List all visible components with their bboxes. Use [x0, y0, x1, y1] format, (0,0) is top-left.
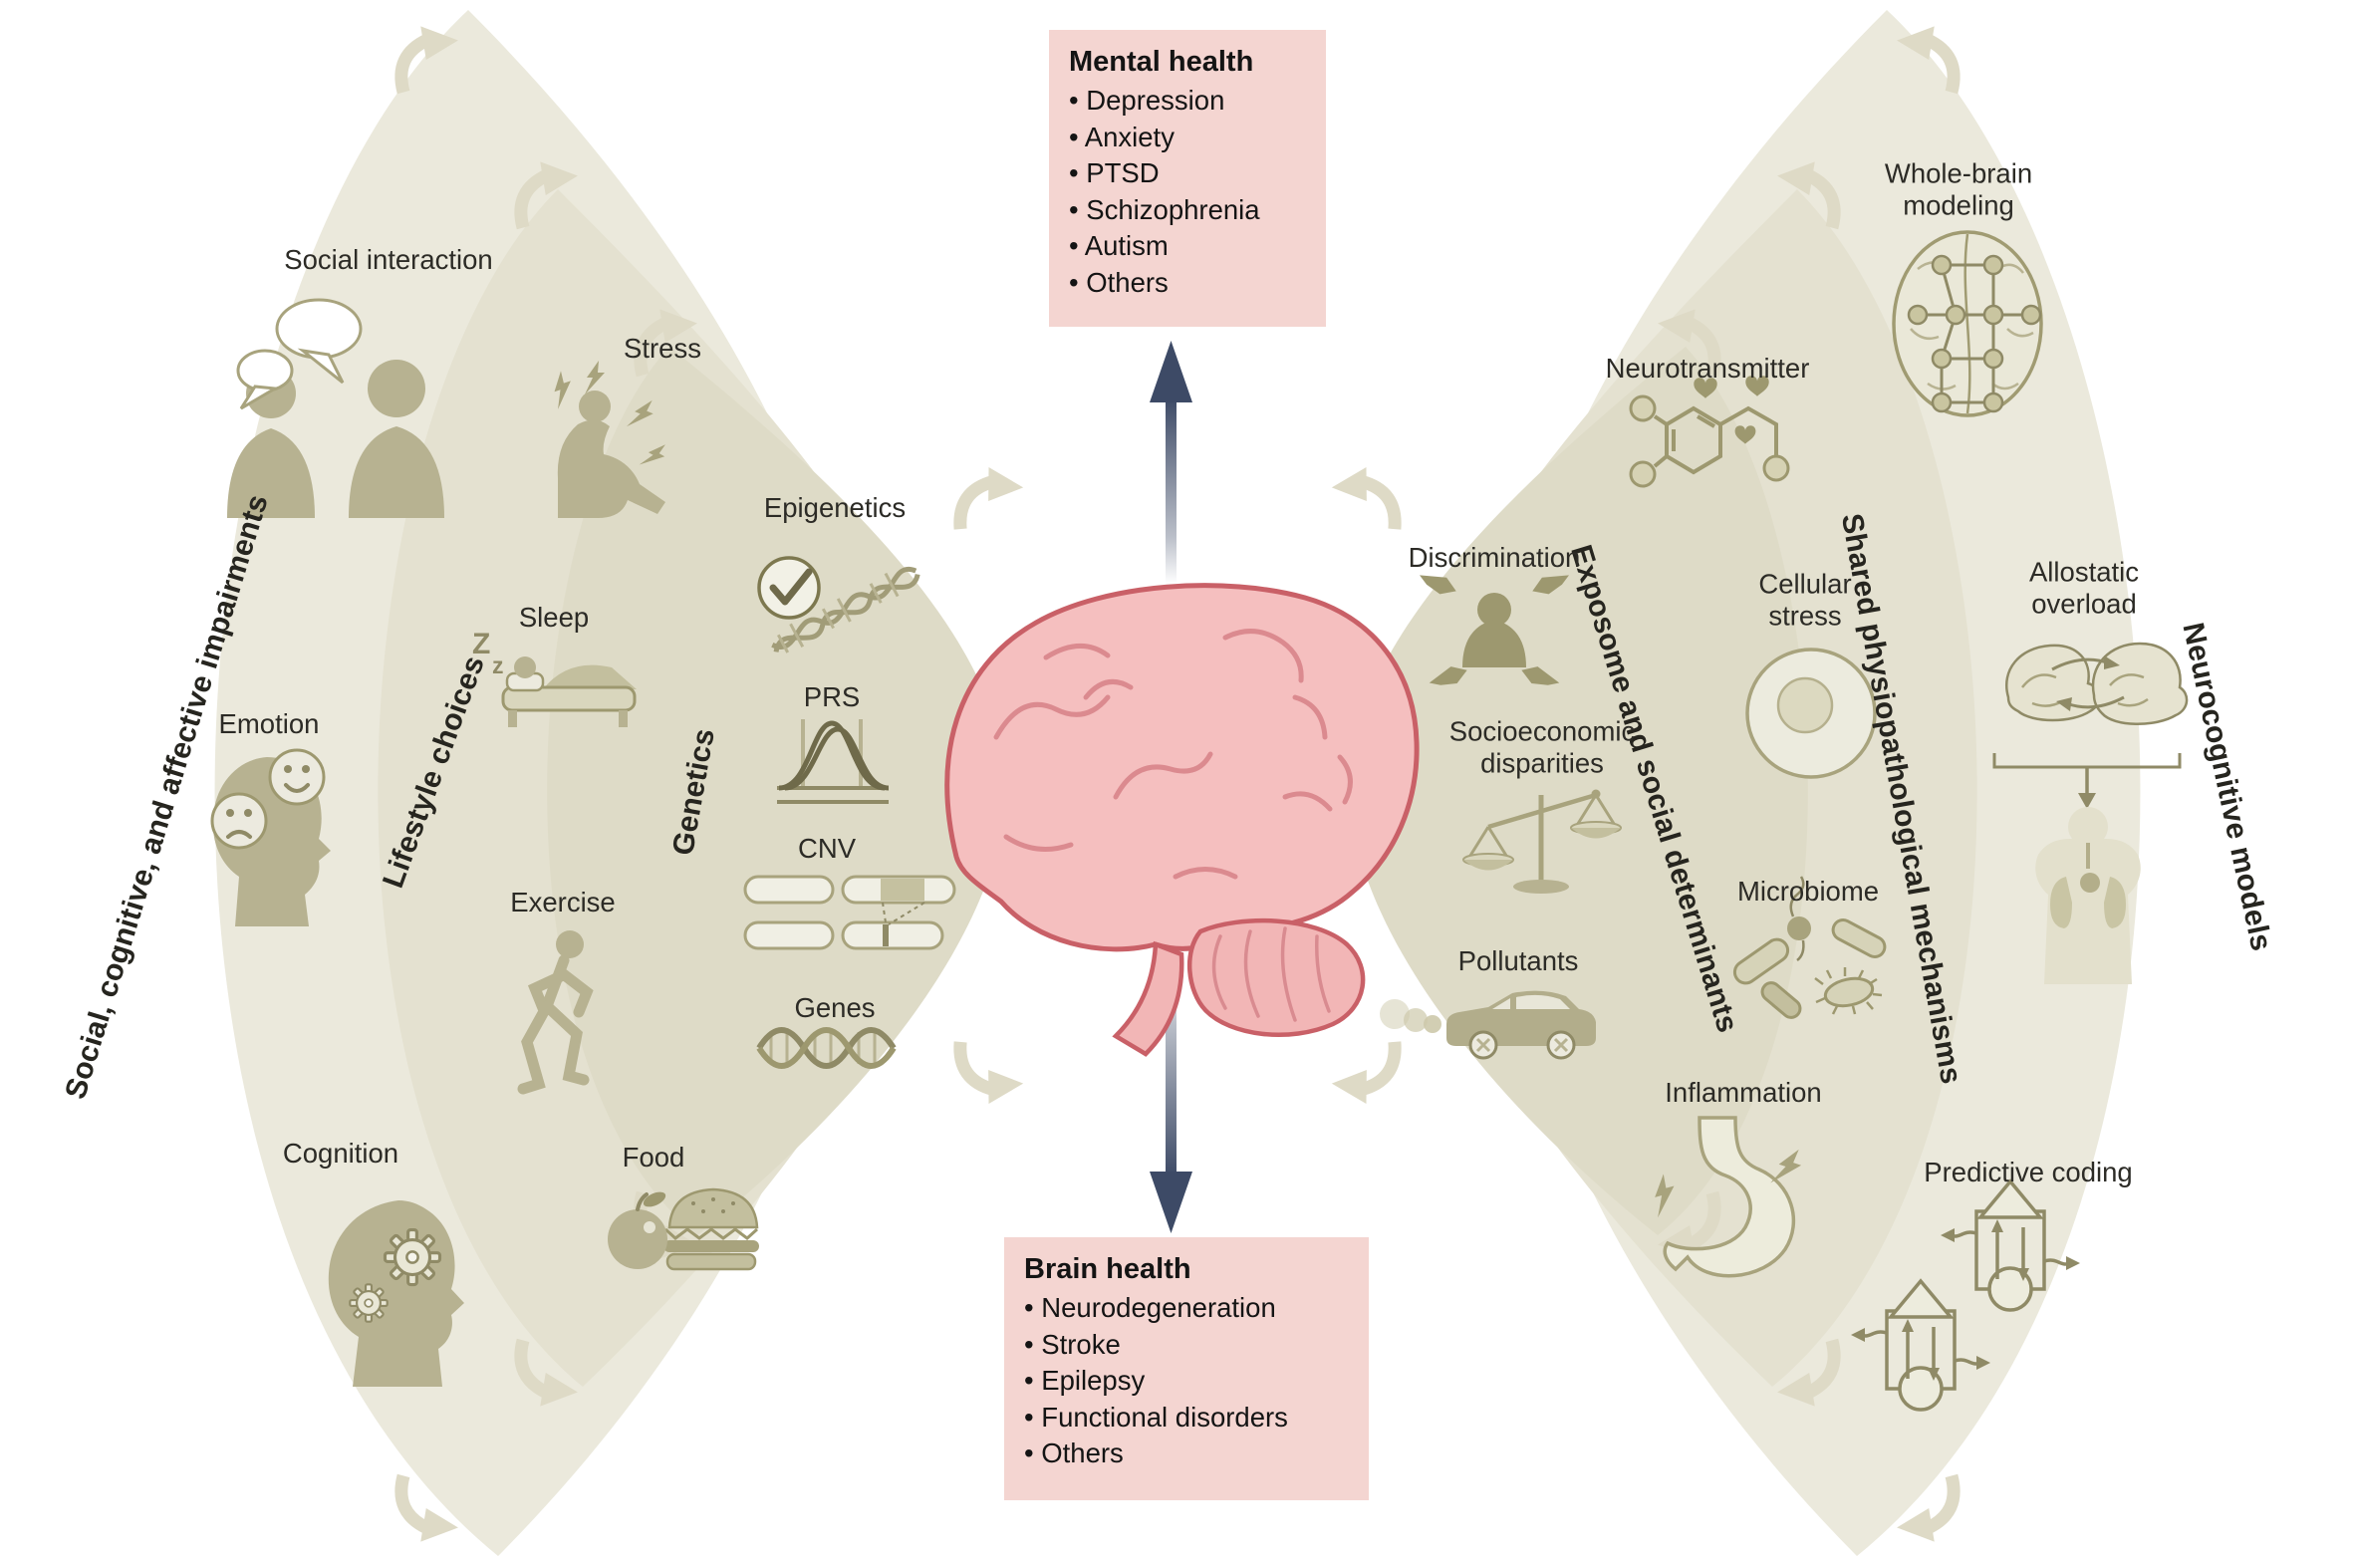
list-item: Functional disorders	[1024, 1400, 1349, 1437]
brain-illustration	[944, 583, 1420, 1057]
brain-health-arrow	[1150, 971, 1192, 1233]
car-exhaust-icon	[1380, 990, 1596, 1060]
brain-network-icon	[1892, 230, 2043, 417]
brain-health-list: Neurodegeneration Stroke Epilepsy Functi…	[1024, 1290, 1349, 1472]
brain-health-box: Brain health Neurodegeneration Stroke Ep…	[1004, 1237, 1369, 1500]
label-pollutants: Pollutants	[1457, 945, 1579, 976]
petal-genetics	[547, 347, 1006, 1235]
mental-health-arrow	[1150, 341, 1192, 584]
distribution-curve-icon	[777, 719, 890, 804]
mental-health-title: Mental health	[1069, 46, 1254, 78]
head-gears-icon	[328, 1200, 464, 1387]
label-epigenetics: Epigenetics	[763, 492, 907, 523]
label-neurotransmitter: Neurotransmitter	[1605, 353, 1810, 384]
list-item: Autism	[1069, 228, 1306, 265]
label-sleep: Sleep	[518, 602, 590, 633]
label-allostatic-overload: Allostatic overload	[2028, 556, 2140, 619]
stressed-person-icon	[547, 361, 670, 518]
brain-health-title: Brain health	[1024, 1253, 1191, 1285]
pointing-fingers-icon	[1420, 575, 1569, 685]
list-item: Anxiety	[1069, 120, 1306, 156]
list-item: Neurodegeneration	[1024, 1290, 1349, 1327]
label-exercise: Exercise	[510, 887, 616, 917]
apple-burger-icon	[608, 1187, 759, 1271]
sleeping-person-icon: Z z z	[472, 628, 637, 727]
cell-icon	[1745, 648, 1877, 779]
list-item: PTSD	[1069, 155, 1306, 192]
balance-scale-icon	[1462, 789, 1622, 894]
label-social-interaction: Social interaction	[284, 244, 493, 275]
bacteria-icon	[1732, 876, 1887, 1019]
label-cognition: Cognition	[282, 1138, 399, 1169]
right-wing-petals	[1349, 10, 2141, 1556]
label-prs: PRS	[803, 681, 861, 712]
mental-health-list: Depression Anxiety PTSD Schizophrenia Au…	[1069, 83, 1306, 301]
label-genes: Genes	[794, 992, 876, 1023]
list-item: Schizophrenia	[1069, 192, 1306, 229]
list-item: Others	[1069, 265, 1306, 302]
label-food: Food	[622, 1142, 685, 1173]
label-inflammation: Inflammation	[1665, 1077, 1822, 1108]
dopamine-molecule-icon	[1629, 376, 1790, 488]
dna-helix-icon	[756, 1027, 897, 1069]
left-wing-petals	[214, 10, 1006, 1556]
label-predictive-coding: Predictive coding	[1924, 1157, 2133, 1187]
list-item: Others	[1024, 1436, 1349, 1472]
social-interaction-icon	[227, 298, 444, 518]
label-stress: Stress	[624, 333, 701, 364]
brain-body-icon	[1992, 642, 2189, 984]
label-emotion: Emotion	[218, 708, 320, 739]
label-discrimination: Discrimination	[1408, 542, 1581, 573]
label-cellular-stress: Cellular stress	[1758, 568, 1852, 631]
sleep-z-glyph: z	[492, 653, 504, 678]
list-item: Depression	[1069, 83, 1306, 120]
label-microbiome: Microbiome	[1736, 876, 1880, 907]
sleep-z-glyph: Z	[472, 628, 490, 660]
mental-health-box: Mental health Depression Anxiety PTSD Sc…	[1049, 30, 1326, 327]
label-whole-brain-modeling: Whole-brain modeling	[1884, 157, 2033, 220]
chromosomes-icon	[743, 875, 956, 950]
label-socioeconomic-disparities: Socioeconomic disparities	[1448, 715, 1636, 778]
list-item: Epilepsy	[1024, 1363, 1349, 1400]
label-cnv: CNV	[797, 833, 857, 864]
dna-check-icon	[757, 556, 920, 653]
stomach-bolts-icon	[1647, 1116, 1806, 1278]
list-item: Stroke	[1024, 1327, 1349, 1364]
emotion-faces-icon	[210, 748, 331, 926]
runner-icon	[517, 930, 594, 1095]
